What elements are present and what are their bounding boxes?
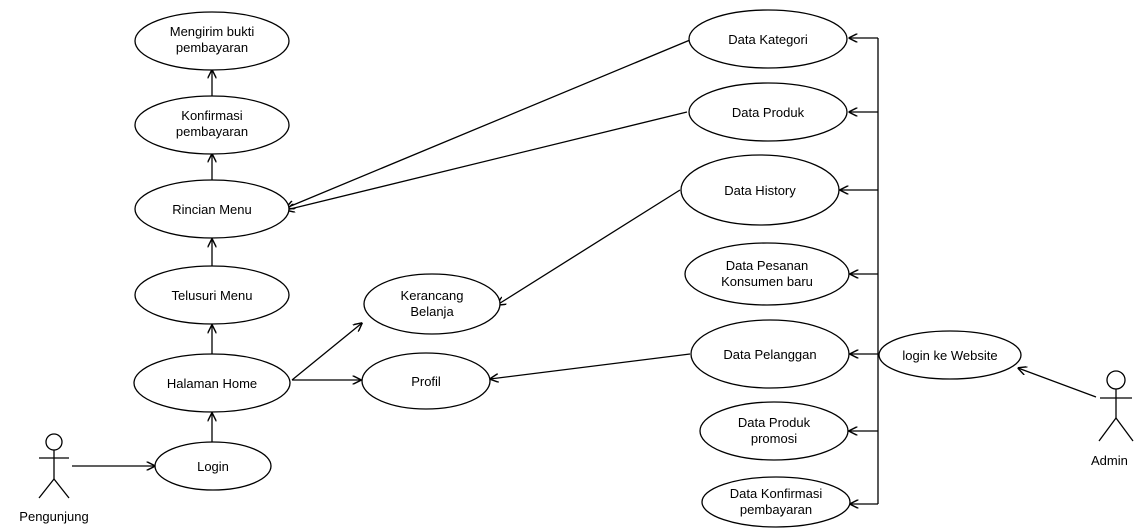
usecase-data-produk-promosi[interactable]: Data Produk promosi [699,401,849,461]
edge-kategori-to-rincian [286,39,691,208]
usecase-label-line1: Data Produk [738,415,811,430]
usecase-data-pelanggan[interactable]: Data Pelanggan [690,319,850,389]
usecase-label: Rincian Menu [172,202,252,217]
usecase-label-line2: Belanja [410,304,454,319]
usecase-label: Login [197,459,229,474]
actor-label: Admin [1091,453,1128,468]
usecase-label-line2: pembayaran [176,40,248,55]
usecase-login[interactable]: Login [154,441,272,491]
usecase-data-kategori[interactable]: Data Kategori [688,9,848,69]
usecase-label-line1: Data Konfirmasi [730,486,823,501]
usecase-label-line1: Kerancang [401,288,464,303]
usecase-label-line2: Konsumen baru [721,274,813,289]
usecase-data-history[interactable]: Data History [680,154,840,226]
usecase-label-line1: Mengirim bukti [170,24,255,39]
usecase-label: Data Pelanggan [723,347,816,362]
usecase-data-produk[interactable]: Data Produk [688,82,848,142]
usecase-label-line2: promosi [751,431,797,446]
edge-admin-to-login-website [1018,368,1097,398]
actor-admin[interactable]: Admin [1091,370,1134,468]
usecase-label-line1: Data Pesanan [726,258,808,273]
usecase-profil[interactable]: Profil [361,352,491,410]
usecase-label: Profil [411,374,441,389]
actor-head [1106,370,1126,390]
usecase-halaman-home[interactable]: Halaman Home [133,353,291,413]
usecase-label: Data History [724,183,796,198]
actor-head [45,433,63,451]
actor-left-leg [1098,417,1117,442]
usecase-label-line1: Konfirmasi [181,108,243,123]
usecase-label-line2: pembayaran [740,502,812,517]
usecase-kerancang-belanja[interactable]: Kerancang Belanja [363,273,501,335]
usecase-label-line2: pembayaran [176,124,248,139]
actor-right-leg [1115,417,1134,442]
edge-history-to-kerancang [497,189,681,305]
usecase-mengirim-bukti-pembayaran[interactable]: Mengirim bukti pembayaran [134,11,290,71]
edge-pelanggan-to-profil [490,353,691,379]
actor-label: Pengunjung [19,509,88,524]
actor-left-leg [38,478,55,499]
edge-produk-to-rincian [286,111,688,210]
edge-home-to-kerancang [291,323,362,381]
actor-right-leg [53,478,70,499]
usecase-konfirmasi-pembayaran[interactable]: Konfirmasi pembayaran [134,95,290,155]
usecase-label: Data Kategori [728,32,808,47]
usecase-login-ke-website[interactable]: login ke Website [878,330,1022,380]
usecase-label: login ke Website [902,348,997,363]
usecase-data-pesanan-konsumen-baru[interactable]: Data Pesanan Konsumen baru [684,242,850,306]
usecase-label: Telusuri Menu [172,288,253,303]
edges [72,38,1097,504]
usecase-label: Halaman Home [167,376,257,391]
usecase-label: Data Produk [732,105,805,120]
usecase-data-konfirmasi-pembayaran[interactable]: Data Konfirmasi pembayaran [701,476,851,528]
actor-pengunjung[interactable]: Pengunjung [19,433,89,524]
usecase-telusuri-menu[interactable]: Telusuri Menu [134,265,290,325]
usecase-rincian-menu[interactable]: Rincian Menu [134,179,290,239]
